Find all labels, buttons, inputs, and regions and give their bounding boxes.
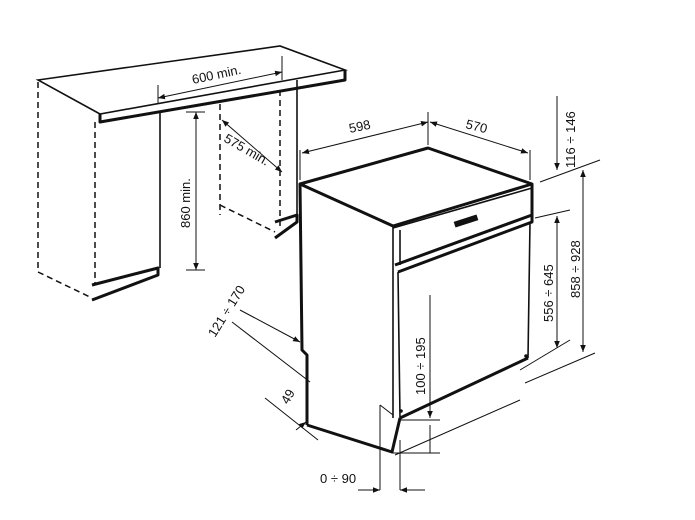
appliance-depth-label: 570 bbox=[464, 116, 489, 136]
control-display bbox=[453, 214, 479, 228]
cabinet-depth-label: 575 min. bbox=[222, 131, 273, 169]
door-height-label: 556 ÷ 645 bbox=[541, 264, 556, 322]
plinth-depth-label: 49 bbox=[278, 386, 298, 406]
plinth-height-label: 100 ÷ 195 bbox=[413, 337, 428, 395]
total-height-label: 858 ÷ 928 bbox=[568, 240, 583, 298]
appliance-dimensions: 598 570 116 ÷ 146 556 ÷ 645 858 ÷ 928 10… bbox=[205, 96, 601, 493]
foot-adjust-label: 0 ÷ 90 bbox=[320, 471, 356, 486]
counter-width-label: 600 min. bbox=[191, 62, 243, 87]
counter-height-label: 860 min. bbox=[178, 178, 193, 228]
top-gap-label: 116 ÷ 146 bbox=[563, 111, 578, 168]
appliance-width-label: 598 bbox=[348, 117, 372, 136]
kitchen-counter bbox=[35, 45, 349, 302]
dishwasher-body bbox=[298, 146, 534, 454]
counter-dimensions: 600 min. 575 min. 860 min. bbox=[157, 56, 283, 271]
